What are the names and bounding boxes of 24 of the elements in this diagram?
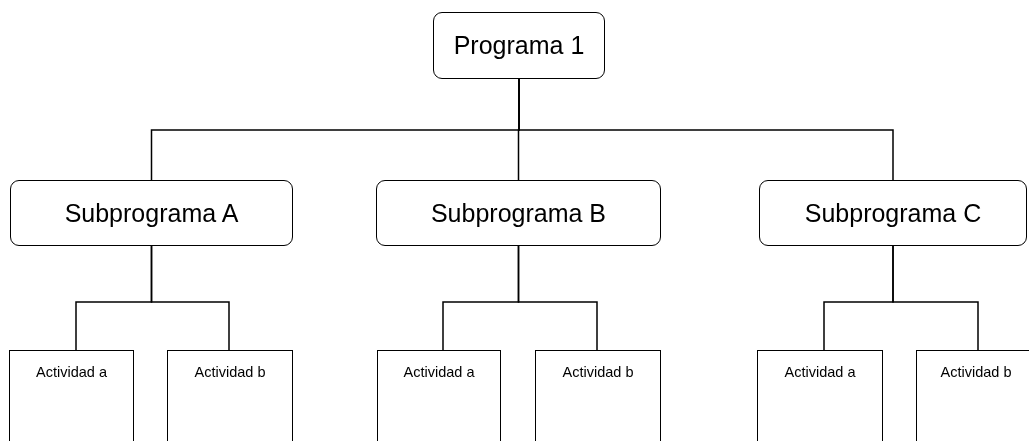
node-label: Actividad b (193, 363, 267, 381)
rounded-box (433, 12, 605, 79)
node-label: Subprograma C (804, 198, 982, 228)
node-label: Actividad a (783, 363, 857, 381)
activity-box (916, 350, 1029, 441)
node-label: Actividad b (561, 363, 635, 381)
activity-box (377, 350, 501, 441)
connector-line (517, 245, 598, 351)
node-label: Actividad b (939, 363, 1013, 381)
node-label: Actividad a (35, 363, 108, 381)
activity-box (535, 350, 661, 441)
connector-line (518, 78, 894, 181)
activity-box (757, 350, 883, 441)
node-label: Programa 1 (453, 31, 585, 60)
connector-line (150, 245, 230, 351)
connector-line (892, 245, 979, 351)
activity-box (167, 350, 293, 441)
node-label: Actividad a (402, 363, 476, 381)
node-label: Subprograma A (64, 198, 239, 228)
rounded-box (376, 180, 661, 246)
node-label: Subprograma B (430, 198, 607, 228)
activity-box (9, 350, 134, 441)
rounded-box (759, 180, 1027, 246)
rounded-box (10, 180, 293, 246)
